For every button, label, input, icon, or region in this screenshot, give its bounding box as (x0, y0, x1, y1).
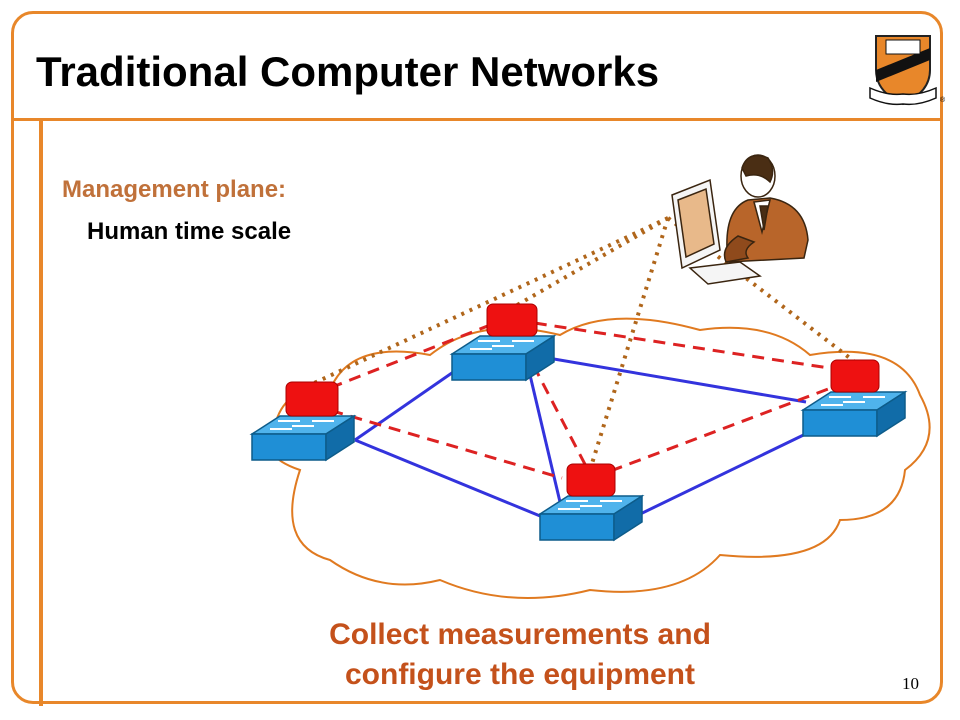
mgmt-to-right (666, 216, 857, 364)
caption-line-1: Collect measurements and (329, 618, 711, 651)
mgmt-to-top (511, 216, 669, 310)
management-links (309, 216, 857, 471)
data-plane-links (354, 356, 819, 520)
left-divider (39, 120, 43, 706)
slide-frame (11, 11, 943, 704)
svg-text:®: ® (940, 96, 946, 104)
link-left-bottom (354, 438, 546, 520)
university-shield-icon: ® (869, 35, 946, 106)
management-plane-label: Management plane: (62, 176, 287, 203)
slide-title: Traditional Computer Networks (36, 48, 660, 95)
network-cloud (267, 317, 931, 599)
ctrl-left-top (311, 316, 509, 397)
mgmt-to-left (309, 216, 669, 387)
link-left-top (354, 364, 463, 442)
control-box-bottom-icon (566, 463, 616, 497)
page-number: 10 (902, 674, 919, 693)
caption: Collect measurements and configure the e… (210, 615, 830, 695)
control-box-top-icon (486, 303, 538, 337)
link-top-right (547, 356, 807, 404)
human-time-scale-label: Human time scale (87, 218, 292, 245)
caption-line-2: configure the equipment (344, 658, 695, 691)
control-box-right-icon (830, 359, 880, 393)
ctrl-bottom-right (591, 378, 853, 480)
control-boxes (285, 303, 880, 497)
title-divider (14, 118, 942, 121)
ctrl-top-right (514, 318, 856, 374)
link-top-bottom (528, 374, 562, 503)
link-bottom-right (631, 426, 819, 520)
control-box-left-icon (285, 381, 339, 417)
workstation-operator-icon (671, 154, 809, 285)
